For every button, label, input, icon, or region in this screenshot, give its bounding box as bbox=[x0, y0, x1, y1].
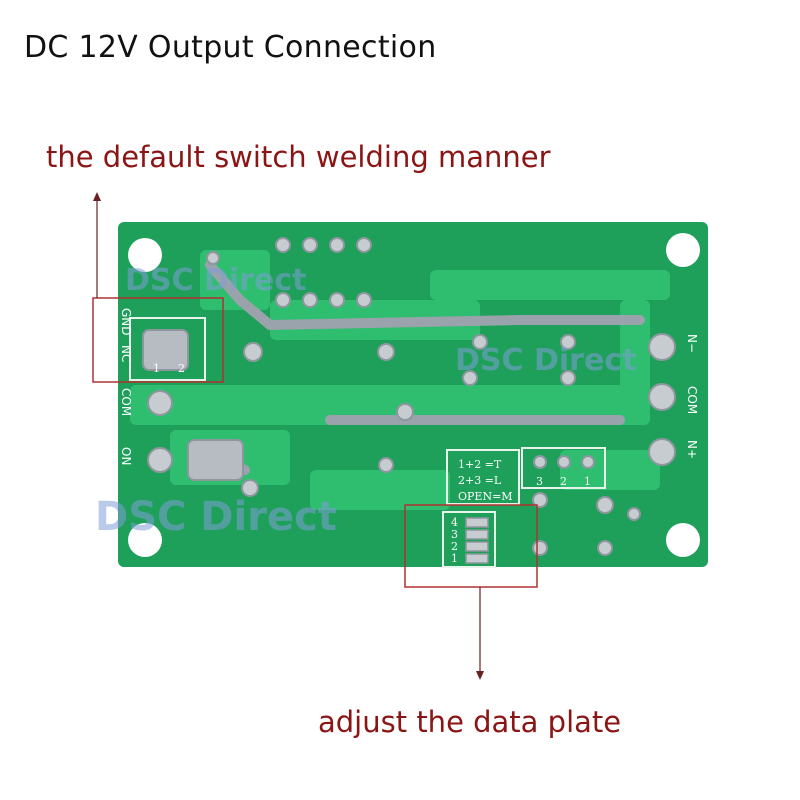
dip-number-3: 3 bbox=[451, 528, 458, 541]
jumper-outline bbox=[521, 447, 606, 489]
label-nc: NC bbox=[119, 345, 133, 362]
label-com-left: COM bbox=[119, 388, 133, 416]
jumper-pin-1: 1 bbox=[584, 475, 591, 488]
label-on: ON bbox=[119, 447, 133, 465]
label-n-plus: N+ bbox=[685, 440, 699, 459]
jumper-pin-2: 2 bbox=[560, 475, 567, 488]
label-com-right: COM bbox=[685, 386, 699, 414]
dip-switch-outline bbox=[442, 511, 496, 568]
up-arrow-icon bbox=[93, 192, 101, 298]
solder-pads bbox=[147, 237, 676, 556]
switch-pad-label-2: 2 bbox=[178, 362, 185, 375]
dip-number-4: 4 bbox=[451, 516, 458, 529]
dip-number-1: 1 bbox=[451, 552, 458, 565]
label-gnd: GND bbox=[119, 308, 133, 336]
switch-pad-label-1: 1 bbox=[153, 362, 160, 375]
jumper-legend-2: 2+3 =L bbox=[458, 474, 502, 487]
switch-solder-blob bbox=[142, 329, 189, 371]
callout-box-switch bbox=[92, 297, 224, 383]
watermark-2: DSC Direct bbox=[455, 343, 636, 378]
mounting-holes bbox=[128, 233, 700, 557]
callout-adjust-plate: adjust the data plate bbox=[318, 705, 622, 739]
watermark-3: DSC Direct bbox=[125, 263, 306, 298]
callout-box-dip bbox=[404, 504, 538, 588]
switch-silk-outline bbox=[129, 317, 206, 381]
watermark: DSC Direct bbox=[95, 494, 337, 540]
callout-default-switch: the default switch welding manner bbox=[46, 140, 551, 174]
jumper-pin-3: 3 bbox=[536, 475, 543, 488]
label-n-minus: N− bbox=[685, 334, 699, 353]
on-solder-blob bbox=[187, 439, 244, 481]
dip-number-2: 2 bbox=[451, 540, 458, 553]
page-title: DC 12V Output Connection bbox=[24, 30, 437, 65]
down-arrow-icon bbox=[476, 587, 484, 680]
jumper-legend-3: OPEN=M bbox=[458, 490, 513, 503]
jumper-legend-box bbox=[446, 449, 520, 505]
jumper-legend-1: 1+2 =T bbox=[458, 458, 502, 471]
